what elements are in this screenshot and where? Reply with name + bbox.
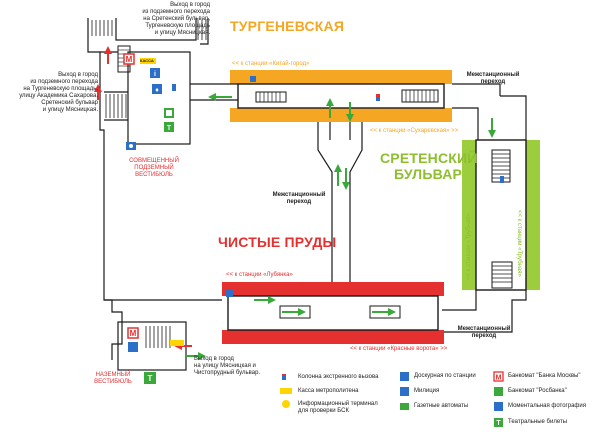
- station-title-sretensky-2: БУЛЬВАР: [394, 166, 463, 182]
- exit-bottom-label: Выход в город на улицу Мясницкая и Чисто…: [194, 356, 274, 377]
- svg-text:♦: ♦: [155, 87, 159, 94]
- sos-column-icon-red: [376, 94, 380, 97]
- combined-vestibule-line-2: ПОДЗЕМНЫЙ: [134, 165, 174, 171]
- ground-vestibule: [104, 299, 222, 371]
- legend-atm-moscow: Банкомат "Банка Москвы": [508, 373, 581, 379]
- exit-top-label: Выход в город из подземного перехода на …: [96, 2, 210, 37]
- sos-column-icon-top: [172, 84, 176, 91]
- transfer-top-label: Межстанционный переход: [458, 72, 528, 86]
- kassa-sign-bottom: [170, 340, 184, 346]
- legend-info: Информационный терминал для проверки БСК: [298, 401, 378, 415]
- exit-left-line-4: улицу Академика Сахарова,: [19, 93, 98, 99]
- legend-board: Доскурная по станции: [414, 373, 476, 379]
- direction-sretensky-left: << к станции «Трубная»: [466, 213, 472, 280]
- turgenevskaya-stairs: [255, 89, 439, 103]
- metro-m-icon: M: [123, 53, 135, 65]
- top-stair-hatch: [91, 20, 207, 40]
- combined-vestibule-line-1: СОВМЕЩЕННЫЙ: [129, 158, 179, 164]
- transfer-corridor-middle: [317, 122, 363, 282]
- combined-vestibule-hall: [104, 51, 191, 145]
- board-icon: [250, 76, 256, 82]
- sos-column-icon: [376, 94, 380, 101]
- transfer-bottom-label: Межстанционный переход: [448, 326, 520, 340]
- ground-vestibule-line-1: НАЗЕМНЫЙ: [95, 372, 131, 378]
- legend-kassa: Касса метрополитена: [298, 388, 359, 394]
- left-stair-hatch: [105, 94, 127, 118]
- exit-top-line-2: из подземного перехода: [142, 9, 210, 15]
- atm-icon: [164, 108, 174, 118]
- svg-text:T: T: [496, 420, 501, 427]
- transfer-mid-label: Межстанционный переход: [264, 192, 334, 206]
- legend-info-line-1: Информационный терминал: [298, 401, 378, 407]
- legend-info-line-2: для проверки БСК: [298, 408, 349, 414]
- police-icon: ♦: [152, 84, 162, 94]
- legend-theatre: Театральные билеты: [508, 419, 568, 425]
- svg-text:M: M: [496, 375, 502, 382]
- legend-photo: Моментальная фотография: [508, 403, 586, 409]
- turgenevskaya-platform: [190, 70, 452, 122]
- exit-left-line-5: Сретенский бульвар: [41, 100, 98, 106]
- direction-krasnye-vorota: << к станции «Красные ворота» >>: [350, 346, 448, 352]
- exit-bottom-line-1: Выход в город: [194, 356, 234, 362]
- board-icon-chistye: [226, 290, 233, 297]
- svg-text:M: M: [126, 55, 133, 64]
- svg-text:T: T: [167, 125, 172, 132]
- bottom-stair-hatch: [145, 326, 171, 348]
- transfer-bottom-line-2: переход: [471, 333, 497, 339]
- transfer-corridor-top: [452, 83, 527, 140]
- direction-lubyanka: << к станции «Лубянка»: [226, 272, 293, 278]
- transfer-bottom-line-1: Межстанционный: [457, 326, 511, 332]
- ground-vestibule-label: НАЗЕМНЫЙ ВЕСТИБЮЛЬ: [88, 372, 138, 386]
- direction-sretensky-right: << к станции «Трубная»: [516, 210, 522, 277]
- ground-vestibule-line-2: ВЕСТИБЮЛЬ: [94, 379, 132, 385]
- kassa-label: КАССА: [140, 58, 154, 63]
- exit-top-line-1: Выход в город: [170, 2, 210, 8]
- police-icon-bottom: [128, 342, 138, 352]
- exit-top-line-3: на Сретенский бульвар,: [143, 16, 210, 22]
- sretensky-stairs: [491, 149, 513, 289]
- exit-left-line-2: из подземного перехода: [30, 79, 98, 85]
- svg-text:M: M: [130, 329, 137, 338]
- sos-column-icon-green: [500, 176, 504, 183]
- theatre-ticket-icon-bottom: T: [144, 372, 156, 384]
- metro-m-icon-bottom: M: [127, 327, 139, 339]
- station-title-turgenevskaya: ТУРГЕНЕВСКАЯ: [230, 18, 345, 34]
- transfer-mid-line-1: Межстанционный: [272, 192, 326, 198]
- exit-left-line-1: Выход в город: [58, 72, 98, 78]
- info-terminal-icon: i: [150, 68, 160, 78]
- combined-vestibule-label: СОВМЕЩЕННЫЙ ПОДЗЕМНЫЙ ВЕСТИБЮЛЬ: [118, 158, 190, 179]
- exit-left-label: Выход в город из подземного перехода на …: [2, 72, 98, 114]
- transfer-mid-line-2: переход: [286, 199, 312, 205]
- exit-top-line-5: и улицу Мясницкая.: [154, 30, 210, 36]
- legend-atm-ros: Банкомат "Росбанка": [508, 388, 567, 394]
- direction-kitay-gorod: << к станции «Китай-город»: [232, 61, 310, 67]
- svg-text:T: T: [148, 374, 153, 383]
- transfer-corridor-bottom: [442, 290, 527, 333]
- legend-sos: Колонна экстренного вызова: [298, 374, 379, 380]
- exit-left-line-6: и улицу Мясницкая.: [42, 107, 98, 113]
- exit-bottom-line-3: Чистопрудный бульвар.: [194, 370, 261, 376]
- transfer-top-line-1: Межстанционный: [466, 72, 520, 78]
- legend-police: Милиция: [414, 388, 440, 394]
- legend-gas: Газетные автоматы: [414, 403, 469, 409]
- photo-icon: [126, 142, 136, 150]
- kassa-sign: [140, 58, 156, 64]
- station-title-chistye-prudy: ЧИСТЫЕ ПРУДЫ: [218, 234, 337, 250]
- exit-top-line-4: Тургеневскую площадь: [145, 23, 210, 29]
- chistye-prudy-platform: [222, 282, 444, 344]
- exit-left-line-3: на Тургеневскую площадь,: [23, 86, 98, 92]
- transfer-top-line-2: переход: [480, 79, 506, 85]
- direction-sukharevskaya: << к станции «Сухаревская» >>: [370, 128, 459, 134]
- theatre-ticket-icon: T: [164, 122, 174, 132]
- legend-icons: M T: [280, 371, 504, 427]
- combined-vestibule-line-3: ВЕСТИБЮЛЬ: [135, 172, 173, 178]
- station-title-sretensky-1: СРЕТЕНСКИЙ: [380, 150, 478, 166]
- svg-text:i: i: [154, 71, 156, 78]
- exit-bottom-line-2: на улицу Мясницкая и: [194, 363, 256, 369]
